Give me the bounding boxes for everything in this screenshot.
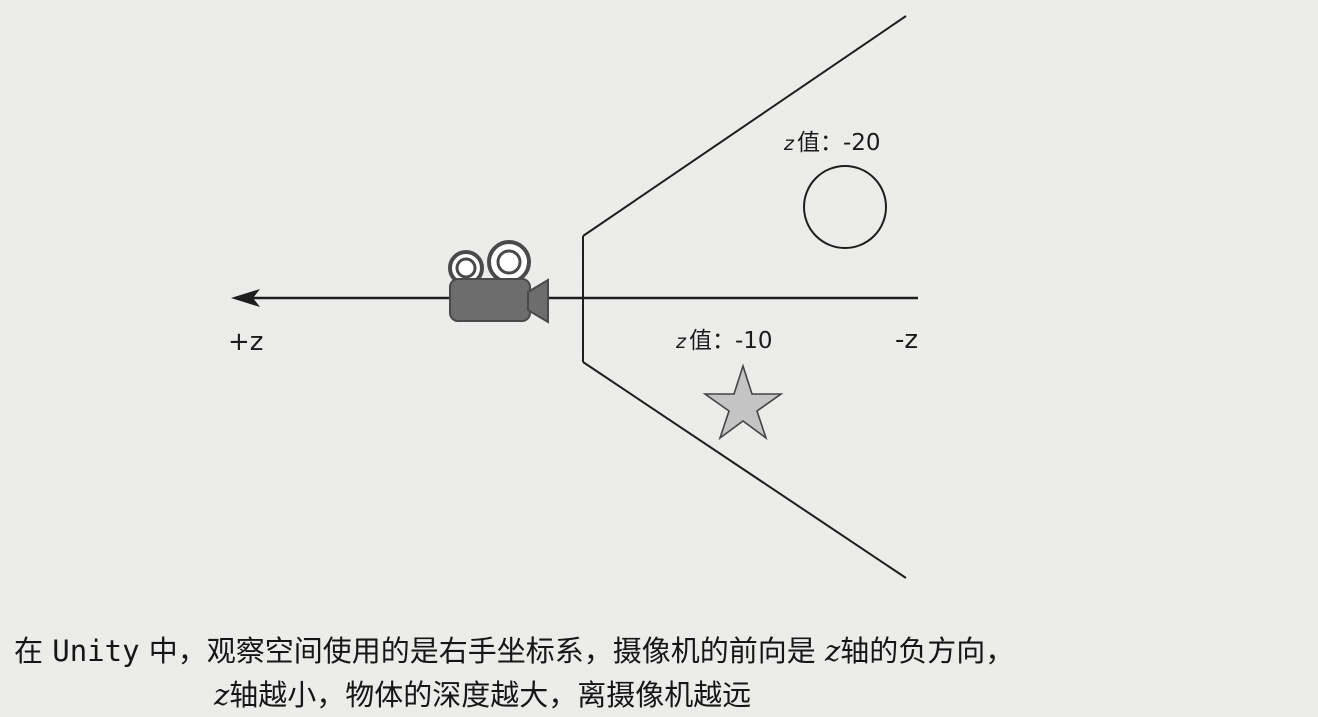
caption-line-2-text: 轴越小，物体的深度越大，离摄像机越远 bbox=[229, 678, 752, 712]
caption-suffix: 轴的负方向， bbox=[840, 634, 1015, 668]
caption-line-1: 在 Unity 中，观察空间使用的是右手坐标系，摄像机的前向是 z轴的负方向， bbox=[0, 628, 1318, 670]
caption-middle-text: 中，观察空间使用的是右手坐标系，摄像机的前向是 bbox=[148, 634, 816, 668]
caption-axis-letter: z bbox=[825, 634, 841, 668]
caption-line-2: z轴越小，物体的深度越大，离摄像机越远 bbox=[0, 672, 1318, 714]
caption-line-2-axis-letter: z bbox=[214, 678, 230, 712]
negative-z-label: -z bbox=[895, 325, 918, 355]
frustum-lower-edge bbox=[582, 361, 907, 579]
view-space-diagram: +z -z z 值：-20 z 值：-10 bbox=[228, 15, 918, 579]
positive-z-label: +z bbox=[228, 327, 263, 357]
star-object bbox=[702, 363, 784, 441]
star-z-letter: z bbox=[675, 331, 687, 353]
z-axis-arrowhead bbox=[231, 289, 260, 307]
caption-prefix: 在 bbox=[14, 634, 44, 668]
caption-product-name: Unity bbox=[52, 634, 140, 668]
circle-z-value-label: 值：-20 bbox=[797, 130, 881, 156]
star-z-value-label: 值：-10 bbox=[689, 328, 773, 354]
frustum-upper-edge bbox=[582, 15, 907, 237]
movie-camera-icon bbox=[448, 240, 549, 324]
circle-object bbox=[803, 165, 887, 249]
circle-z-letter: z bbox=[783, 133, 795, 155]
